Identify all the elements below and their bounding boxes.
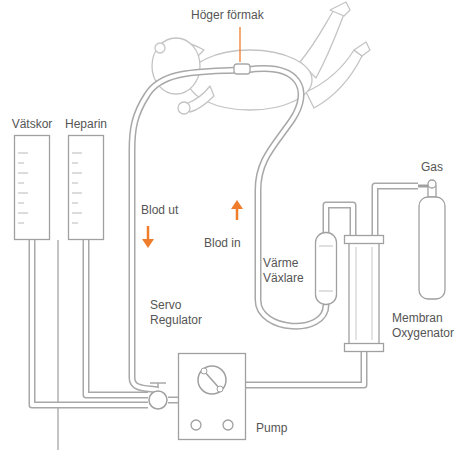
valve-node: Servo Regulator [148,390,168,410]
baby-hand [155,43,165,53]
gas-outline [418,178,446,300]
tube-group [86,240,148,395]
pump-node: Pump [178,353,246,440]
baby-foot [330,2,350,16]
tube-core [132,70,238,390]
cannula-tip [234,64,250,74]
oxy-node: Membran Oxygenator [344,235,384,352]
part-label: Servo Regulator [150,298,202,328]
tube-connector [375,186,418,235]
tube-connector [32,240,148,405]
bag-node: Vätskor [14,135,50,240]
blood-out-tube [132,70,238,390]
tube-core [86,240,148,395]
oxy-outline [344,235,384,352]
gas-node: Gas [418,178,446,300]
tube-connector [326,205,353,235]
blood-in-tube [246,69,326,327]
part-label: Värme Växlare [263,256,304,286]
bag-node: Heparin [68,135,104,240]
tube-core [168,398,178,402]
tube-group [375,186,418,235]
flow-arrow [231,200,243,220]
tube-core [326,205,353,235]
part-label: Vätskor [12,117,53,132]
tube-group [168,400,178,401]
part-label: Gas [421,160,443,175]
flow-label: Höger förmak [190,8,265,23]
baby-figure [152,2,370,114]
hx-outline [315,232,337,305]
bag-outline [14,135,50,240]
tube-core [244,352,364,385]
tube-connector [244,352,364,385]
part-label: Heparin [65,117,107,132]
baby-foot [354,42,370,56]
stand-pole [57,240,59,450]
servo-sensor [150,383,166,388]
tube-connector [86,240,148,395]
tube-group [244,352,364,385]
tube-group [32,240,148,405]
tube-core [375,186,418,235]
baby-leg [306,50,362,108]
flow-label: Blod in [203,236,242,251]
tube-core [246,69,326,327]
part-label: Pump [256,421,287,436]
flow-label: Blod ut [140,203,179,218]
flow-arrow [142,226,154,248]
hx-node: Värme Växlare [315,232,337,305]
valve-outline [148,390,168,410]
tube-connector [168,397,178,404]
bag-outline [68,135,104,240]
leader-line [239,27,240,62]
tube-core [32,240,148,405]
part-label: Membran Oxygenator [392,311,454,341]
baby-hand [178,102,190,114]
pump-outline [178,353,246,440]
tube-group [326,205,353,235]
